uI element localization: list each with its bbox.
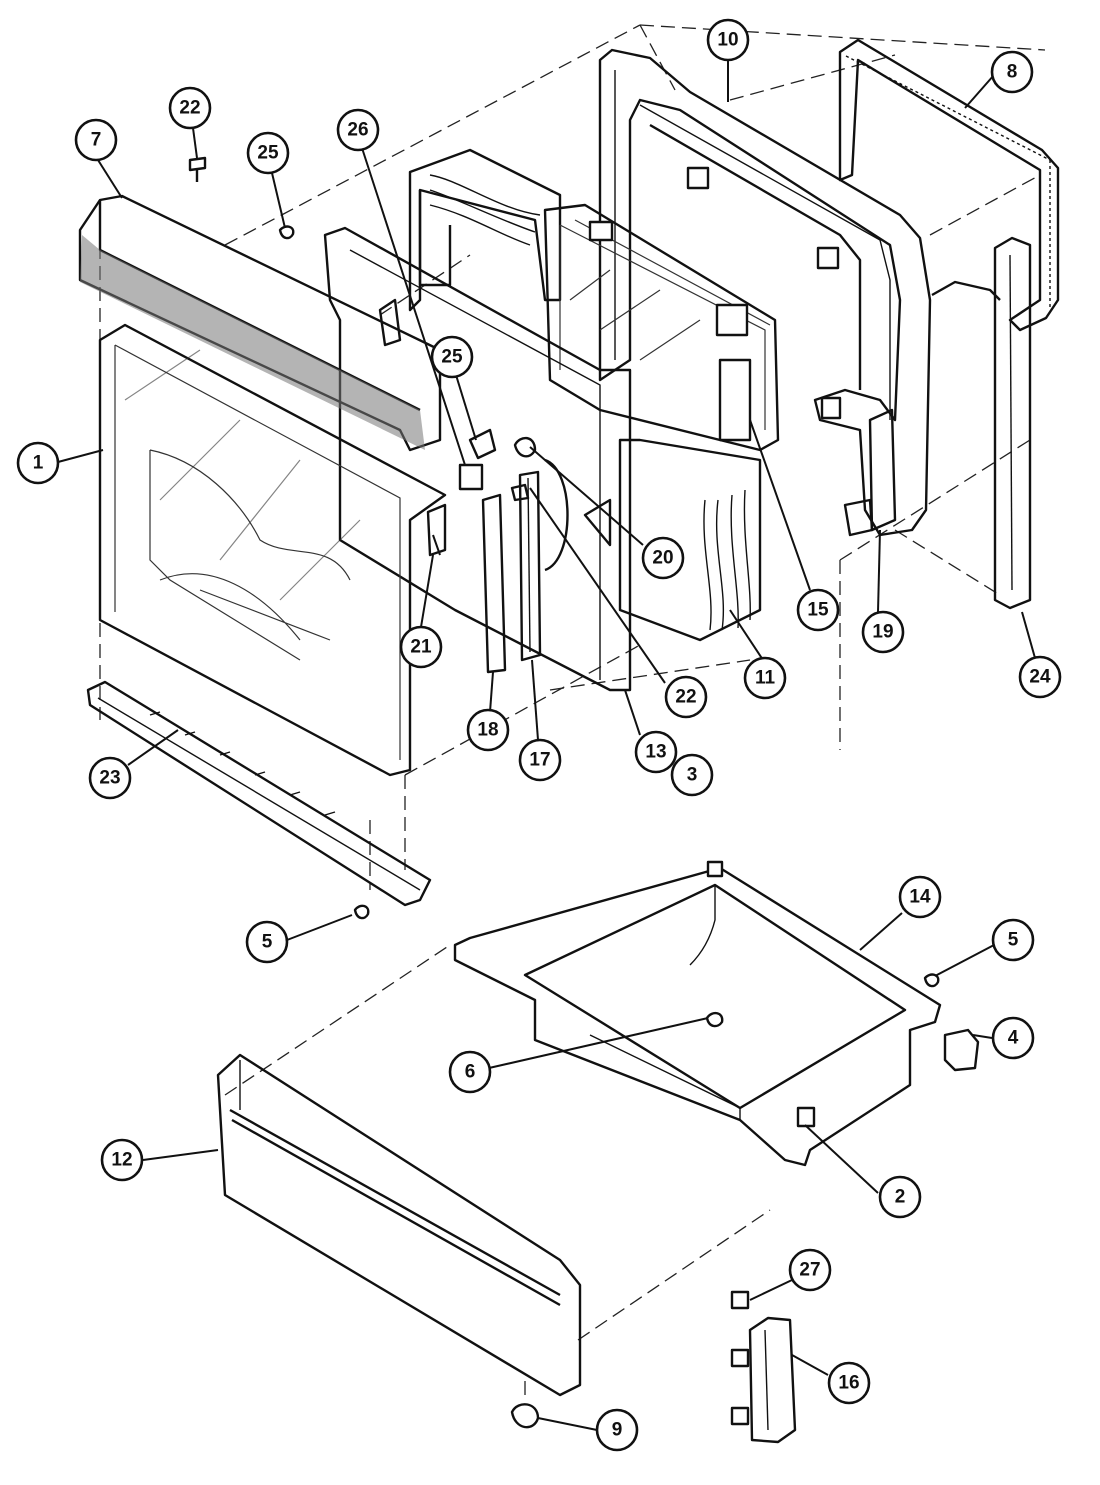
svg-text:15: 15	[807, 600, 829, 621]
door-glass-pack-part	[543, 203, 780, 452]
callout-2: 2	[878, 1175, 922, 1219]
callout-6: 6	[448, 1050, 492, 1094]
svg-text:26: 26	[347, 120, 368, 141]
screw-22-top	[188, 156, 207, 182]
callout-25-mid: 25	[430, 335, 474, 379]
svg-text:20: 20	[652, 548, 673, 569]
callout-18: 18	[466, 708, 510, 752]
svg-text:3: 3	[687, 765, 698, 786]
svg-text:7: 7	[91, 130, 102, 151]
lower-trim-rail-part	[86, 680, 432, 907]
callout-17: 17	[518, 738, 562, 782]
screw-6	[705, 1011, 724, 1028]
oven-door-glass-part	[98, 323, 447, 777]
drawer-front-panel-part	[216, 1053, 582, 1397]
svg-text:13: 13	[645, 742, 666, 763]
svg-text:11: 11	[755, 668, 776, 689]
screw-5-left	[353, 904, 370, 920]
svg-text:2: 2	[895, 1187, 906, 1208]
screw-25-top	[278, 225, 295, 240]
callout-13: 13	[634, 730, 678, 774]
callout-20: 20	[641, 536, 685, 580]
callout-3: 3	[670, 753, 714, 797]
svg-text:19: 19	[872, 622, 893, 643]
svg-text:25: 25	[441, 347, 463, 368]
svg-text:22: 22	[179, 98, 200, 119]
callout-27: 27	[788, 1248, 832, 1292]
insulation-strip	[80, 235, 425, 450]
clip-4	[943, 1028, 980, 1072]
side-trim-part	[993, 236, 1032, 610]
svg-text:23: 23	[99, 768, 120, 789]
svg-text:25: 25	[257, 143, 279, 164]
svg-text:14: 14	[909, 887, 931, 908]
svg-text:8: 8	[1007, 62, 1018, 83]
door-liner-part	[408, 148, 762, 642]
callout-24: 24	[1018, 655, 1062, 699]
svg-text:1: 1	[33, 453, 44, 474]
hinge-and-strips	[426, 428, 542, 674]
svg-text:6: 6	[465, 1062, 476, 1083]
strip-17	[518, 470, 542, 662]
svg-text:24: 24	[1029, 667, 1051, 688]
vent-trim-part	[78, 194, 442, 452]
svg-text:21: 21	[410, 637, 432, 658]
svg-text:4: 4	[1008, 1028, 1019, 1049]
callout-12: 12	[100, 1138, 144, 1182]
callout-22-top: 22	[168, 86, 212, 130]
callout-4: 4	[991, 1016, 1035, 1060]
handle-part	[730, 1290, 797, 1444]
callout-25-top: 25	[246, 131, 290, 175]
svg-text:5: 5	[1008, 930, 1019, 951]
callout-10: 10	[706, 18, 750, 62]
callout-1: 1	[16, 441, 60, 485]
svg-text:27: 27	[799, 1260, 820, 1281]
bracket-part	[843, 408, 897, 537]
callout-26: 26	[336, 108, 380, 152]
callout-15: 15	[796, 588, 840, 632]
callout-9: 9	[595, 1408, 639, 1452]
callout-5-right: 5	[991, 918, 1035, 962]
callout-7: 7	[74, 118, 118, 162]
callout-8: 8	[990, 50, 1034, 94]
outer-door-frame-part	[323, 226, 632, 692]
foot-9	[510, 1403, 540, 1429]
callout-21: 21	[399, 625, 443, 669]
callout-23: 23	[88, 756, 132, 800]
callout-5-left: 5	[245, 920, 289, 964]
inner-door-panel-part	[598, 48, 932, 537]
strip-18	[481, 493, 507, 674]
callout-19: 19	[861, 610, 905, 654]
svg-text:9: 9	[612, 1420, 623, 1441]
svg-text:22: 22	[675, 687, 696, 708]
svg-text:16: 16	[838, 1373, 859, 1394]
leader-lines	[57, 60, 1036, 1431]
svg-text:12: 12	[111, 1150, 132, 1171]
callout-22-mid: 22	[664, 675, 708, 719]
callout-16: 16	[827, 1361, 871, 1405]
svg-text:18: 18	[477, 720, 498, 741]
screw-5-right	[923, 973, 940, 988]
svg-text:17: 17	[529, 750, 550, 771]
svg-text:10: 10	[717, 30, 738, 51]
callout-14: 14	[898, 875, 942, 919]
svg-text:5: 5	[262, 932, 273, 953]
drawer-body-part	[453, 860, 942, 1167]
callout-11: 11	[743, 656, 787, 700]
